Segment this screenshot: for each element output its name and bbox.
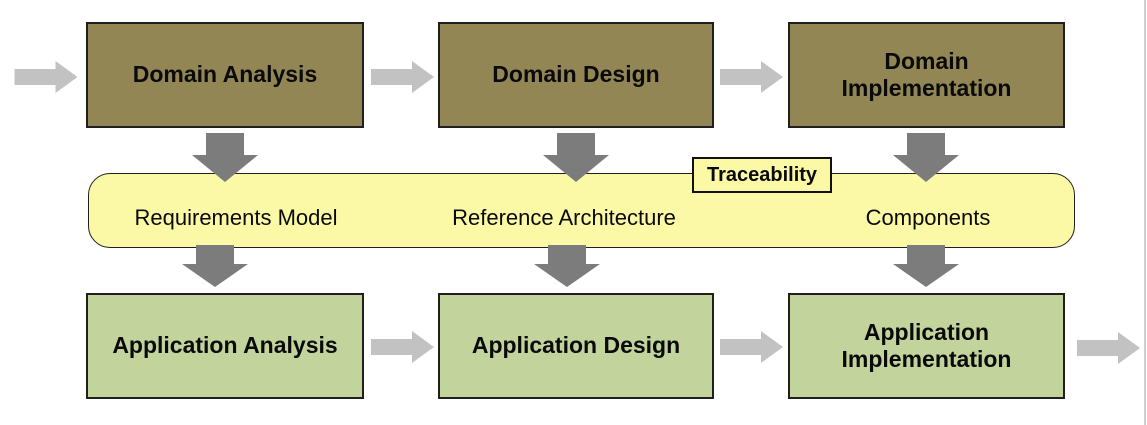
- domain-analysis-box: Domain Analysis: [86, 22, 364, 128]
- down-arrow-requirements-model-icon: [182, 245, 248, 287]
- domain-implementation-label: Domain Implementation: [841, 47, 1012, 101]
- down-arrow-domain-design-icon: [543, 133, 609, 182]
- flow-out-arrow-icon: [1077, 332, 1140, 364]
- traceability-tag-label: Traceability: [706, 163, 818, 186]
- application-implementation-label: Application Implementation: [841, 318, 1012, 372]
- application-analysis-box: Application Analysis: [86, 293, 364, 399]
- components-label: Components: [865, 205, 991, 230]
- domain-analysis-label: Domain Analysis: [132, 61, 318, 88]
- arrow-domain-design-to-implementation-icon: [720, 61, 783, 93]
- down-arrow-domain-implementation-icon: [893, 133, 959, 182]
- down-arrow-domain-analysis-icon: [192, 133, 258, 182]
- application-design-box: Application Design: [438, 293, 714, 399]
- down-arrow-reference-architecture-icon: [534, 245, 600, 287]
- domain-design-box: Domain Design: [438, 22, 714, 128]
- reference-architecture-label: Reference Architecture: [452, 205, 676, 230]
- application-analysis-label: Application Analysis: [112, 332, 338, 359]
- arrow-application-analysis-to-design-icon: [371, 331, 434, 363]
- arrow-application-design-to-implementation-icon: [720, 331, 783, 363]
- application-implementation-box: Application Implementation: [788, 293, 1065, 399]
- flow-in-arrow-icon: [14, 61, 78, 93]
- arrow-domain-analysis-to-design-icon: [371, 61, 434, 93]
- application-design-label: Application Design: [471, 332, 681, 359]
- domain-implementation-box: Domain Implementation: [788, 22, 1065, 128]
- down-arrow-components-icon: [893, 245, 959, 287]
- traceability-tag: Traceability: [692, 157, 832, 193]
- domain-design-label: Domain Design: [492, 61, 660, 88]
- page-edge-line: [1144, 0, 1146, 425]
- requirements-model-label: Requirements Model: [134, 205, 338, 230]
